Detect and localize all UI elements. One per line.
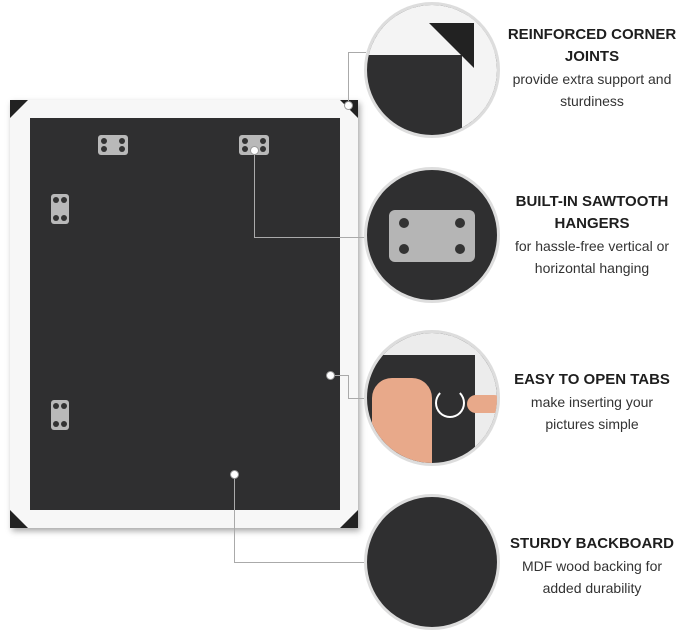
feature-desc: MDF wood backing for added durability — [521, 558, 663, 596]
callout-dot — [326, 371, 335, 380]
sawtooth-hanger-icon — [51, 194, 69, 224]
callout-line — [348, 52, 349, 104]
hand-icon — [372, 378, 432, 463]
hanger-detail-image — [364, 167, 500, 303]
feature-corner-joints: REINFORCED CORNER JOINTS provide extra su… — [505, 24, 679, 112]
callout-line — [348, 398, 366, 399]
feature-title: EASY TO OPEN TABS — [514, 371, 670, 388]
feature-desc: provide extra support and sturdiness — [512, 71, 672, 109]
callout-line — [234, 474, 235, 562]
feature-hangers: BUILT-IN SAWTOOTH HANGERS for hassle-free… — [505, 191, 679, 279]
tabs-detail-image — [364, 330, 500, 466]
corner-joint-icon — [10, 100, 28, 118]
callout-dot — [344, 101, 353, 110]
feature-title: REINFORCED CORNER JOINTS — [507, 26, 677, 65]
callout-dot — [230, 470, 239, 479]
callout-line — [348, 375, 349, 398]
feature-desc: make inserting your pictures simple — [530, 394, 654, 432]
finger-icon — [467, 395, 497, 413]
feature-tabs: EASY TO OPEN TABS make inserting your pic… — [505, 369, 679, 435]
backboard — [30, 118, 340, 510]
callout-line — [234, 562, 366, 563]
callout-line — [330, 375, 348, 376]
feature-desc: for hassle-free vertical or horizontal h… — [514, 238, 670, 276]
sawtooth-hanger-icon — [51, 400, 69, 430]
callout-dot — [250, 146, 259, 155]
rotate-arrow-icon — [435, 388, 465, 418]
feature-backboard: STURDY BACKBOARD MDF wood backing for add… — [505, 533, 679, 599]
sawtooth-hanger-icon — [98, 135, 128, 155]
corner-joint-icon — [340, 510, 358, 528]
backboard-detail-image — [364, 494, 500, 630]
corner-detail-image — [364, 2, 500, 138]
sawtooth-hanger-icon — [239, 135, 269, 155]
callout-line — [348, 52, 366, 53]
feature-title: STURDY BACKBOARD — [510, 535, 674, 552]
corner-joint-icon — [10, 510, 28, 528]
callout-line — [254, 150, 255, 237]
callout-line — [254, 237, 366, 238]
feature-title: BUILT-IN SAWTOOTH HANGERS — [515, 193, 669, 232]
